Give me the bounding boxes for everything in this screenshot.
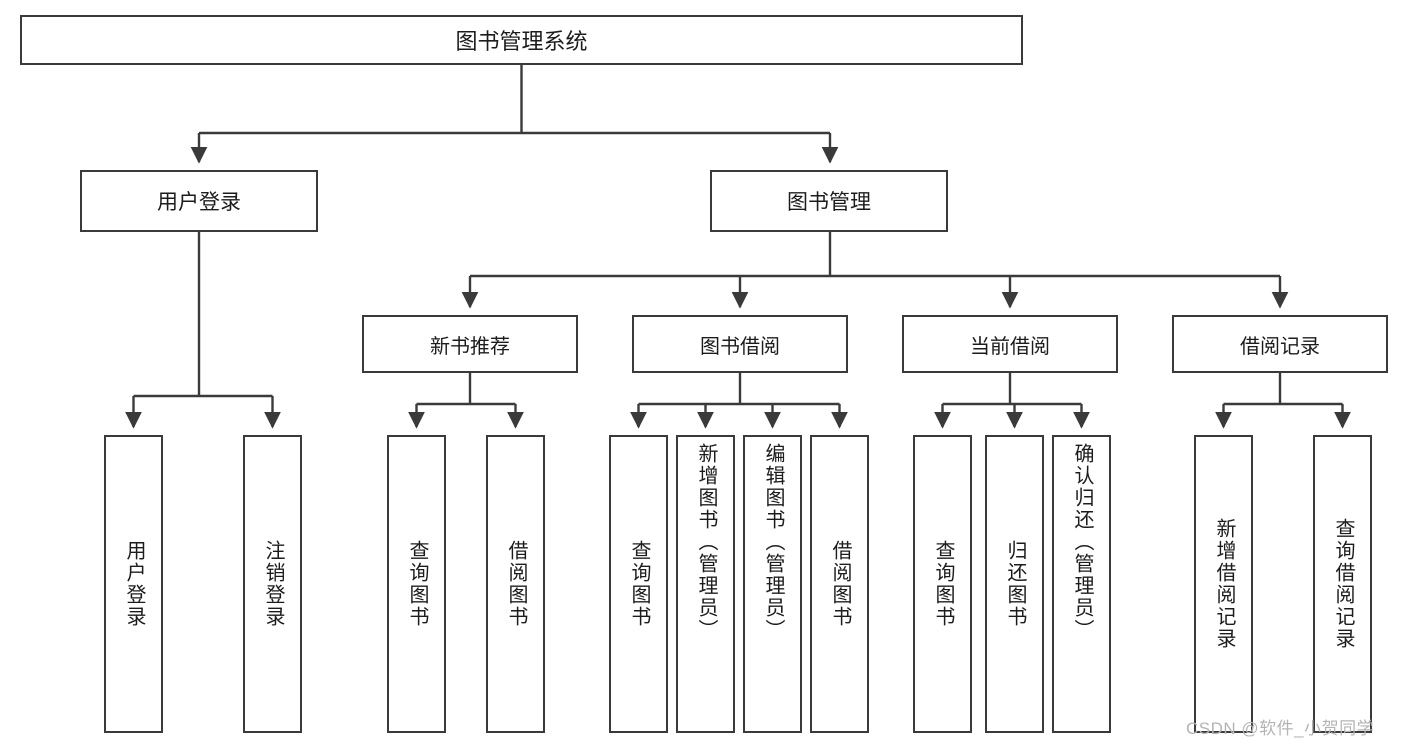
node-label: 借阅记录: [1240, 335, 1320, 358]
leaf-label: 用户登录: [123, 540, 145, 628]
leaf-node-borrow-book[interactable]: 借阅图书: [810, 435, 869, 733]
watermark: CSDN @软件_小贺同学: [1186, 719, 1375, 738]
leaf-node-add-book-admin[interactable]: 新增图书（管理员）: [676, 435, 735, 733]
leaf-node-return-book[interactable]: 归还图书: [985, 435, 1044, 733]
leaf-label: 借阅图书: [829, 540, 851, 628]
node-label: 当前借阅: [970, 335, 1050, 358]
node-level3-current-borrow[interactable]: 当前借阅: [902, 315, 1118, 373]
node-level2-user-login[interactable]: 用户登录: [80, 170, 318, 232]
leaf-label: 查询图书: [406, 540, 428, 628]
leaf-label: 编辑图书（管理员）: [762, 443, 784, 641]
node-root[interactable]: 图书管理系统: [20, 15, 1023, 65]
leaf-label: 借阅图书: [505, 540, 527, 628]
leaf-label: 查询图书: [628, 540, 650, 628]
node-label: 用户登录: [157, 191, 241, 214]
leaf-label: 新增图书（管理员）: [695, 443, 717, 641]
node-level3-borrow-record[interactable]: 借阅记录: [1172, 315, 1388, 373]
leaf-node-query-book-current[interactable]: 查询图书: [913, 435, 972, 733]
leaf-node-query-borrow-record[interactable]: 查询借阅记录: [1313, 435, 1372, 733]
leaf-label: 新增借阅记录: [1213, 518, 1235, 650]
node-root-label: 图书管理系统: [455, 29, 588, 54]
leaf-node-logout[interactable]: 注销登录: [243, 435, 302, 733]
leaf-label: 查询借阅记录: [1332, 518, 1354, 650]
leaf-node-user-login[interactable]: 用户登录: [104, 435, 163, 733]
node-label: 图书管理: [787, 191, 871, 214]
leaf-label: 确认归还（管理员）: [1071, 443, 1093, 641]
leaf-node-query-book-recommend[interactable]: 查询图书: [387, 435, 446, 733]
node-level3-book-borrow[interactable]: 图书借阅: [632, 315, 848, 373]
node-label: 新书推荐: [430, 335, 510, 358]
leaf-label: 注销登录: [262, 540, 284, 628]
leaf-node-add-borrow-record[interactable]: 新增借阅记录: [1194, 435, 1253, 733]
leaf-node-confirm-return-admin[interactable]: 确认归还（管理员）: [1052, 435, 1111, 733]
node-level2-book-management[interactable]: 图书管理: [710, 170, 948, 232]
leaf-label: 查询图书: [932, 540, 954, 628]
leaf-node-borrow-book-recommend[interactable]: 借阅图书: [486, 435, 545, 733]
leaf-node-edit-book-admin[interactable]: 编辑图书（管理员）: [743, 435, 802, 733]
leaf-node-query-book-borrow[interactable]: 查询图书: [609, 435, 668, 733]
node-label: 图书借阅: [700, 335, 780, 358]
leaf-label: 归还图书: [1004, 540, 1026, 628]
node-level3-new-book-recommend[interactable]: 新书推荐: [362, 315, 578, 373]
